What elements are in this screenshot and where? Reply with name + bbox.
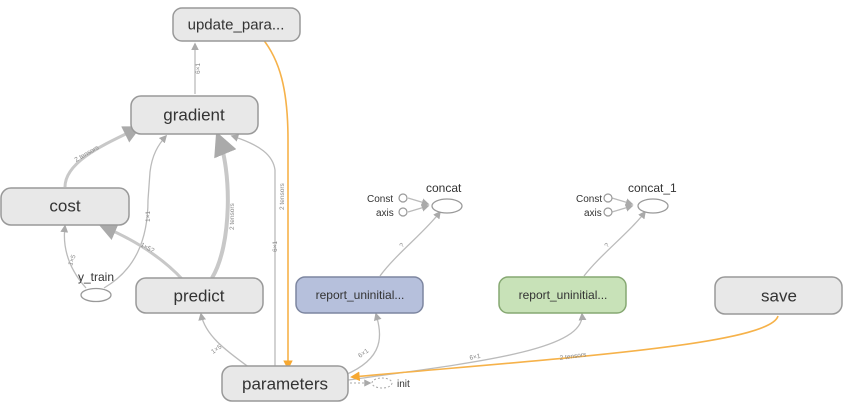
edges (60, 37, 779, 387)
node-label-axis-b: axis (584, 208, 602, 219)
edge-label-cost-grad: 2 tensors (74, 144, 101, 164)
node-label-report-2: report_uninitial... (519, 288, 608, 302)
node-y-train[interactable]: y_train (78, 270, 114, 303)
edge-axis-concat (407, 204, 430, 213)
node-gradient[interactable]: gradient (130, 95, 259, 135)
node-label-y-train: y_train (78, 270, 114, 284)
edge-label-grad-update: 6×1 (195, 63, 202, 74)
node-report-uninitialized-2[interactable]: report_uninitial... (498, 276, 627, 314)
node-label-init: init (397, 379, 410, 390)
node-label-cost: cost (49, 197, 80, 216)
edge-report1-concat (379, 210, 441, 277)
node-predict[interactable]: predict (135, 277, 264, 314)
node-concat[interactable]: concat (426, 181, 463, 214)
edge-ytrain-gradient (103, 134, 168, 289)
node-label-gradient: gradient (163, 106, 225, 125)
edge-label-ytrain-grad: 1×1 (145, 211, 152, 222)
node-label-const-b: Const (576, 194, 602, 205)
edge-params-update (261, 37, 293, 370)
node-axis-a[interactable]: axis (376, 207, 408, 219)
edge-label-save-params: 2 tensors (559, 351, 587, 362)
edge-ytrain-cost (60, 224, 87, 289)
node-label-concat: concat (426, 181, 462, 195)
edge-params-report2 (347, 312, 587, 381)
edge-label-params-update: 2 tensors (279, 183, 286, 210)
edge-cost-gradient (63, 126, 142, 188)
node-const-a[interactable]: Const (367, 193, 408, 205)
node-label-report-1: report_uninitial... (316, 288, 405, 302)
edge-report2-concat1 (583, 210, 646, 277)
edge-params-predict (198, 312, 251, 369)
edge-predict-gradient (210, 131, 237, 280)
node-cost[interactable]: cost (0, 187, 130, 226)
node-label-save: save (761, 287, 797, 306)
edge-label-params-report1: 6×1 (357, 347, 370, 359)
node-update-params[interactable]: update_para... (172, 7, 301, 42)
edge-label-params-report2: 6×1 (469, 353, 482, 362)
edge-label-predict-grad: 2 tensors (229, 203, 236, 230)
node-const-b[interactable]: Const (576, 193, 613, 205)
node-parameters[interactable]: parameters (221, 365, 349, 402)
edge-label-report2-concat1: ? (603, 242, 611, 250)
node-label-axis-a: axis (376, 208, 394, 219)
node-label-predict: predict (173, 287, 224, 306)
node-init[interactable]: init (371, 377, 410, 390)
node-concat-1[interactable]: concat_1 (628, 181, 677, 214)
edge-label-params-grad: 6×1 (272, 241, 279, 252)
node-save[interactable]: save (714, 276, 843, 315)
edge-label-report1-concat: ? (398, 242, 406, 250)
edge-axis-concat1 (611, 204, 634, 213)
edge-const-concat (407, 197, 430, 206)
edge-save-params (350, 315, 779, 382)
node-axis-b[interactable]: axis (584, 207, 613, 219)
edge-params-report1 (344, 312, 382, 376)
edge-const-concat1 (611, 197, 634, 206)
edge-predict-cost (98, 223, 185, 282)
node-label-parameters: parameters (242, 375, 328, 394)
node-label-const-a: Const (367, 194, 393, 205)
edge-params-gradient (230, 134, 276, 368)
node-report-uninitialized-1[interactable]: report_uninitial... (295, 276, 424, 314)
node-label-update-params: update_para... (188, 17, 285, 34)
node-label-concat-1: concat_1 (628, 181, 677, 195)
edge-label-ytrain-cost: 1×5 (67, 254, 77, 267)
